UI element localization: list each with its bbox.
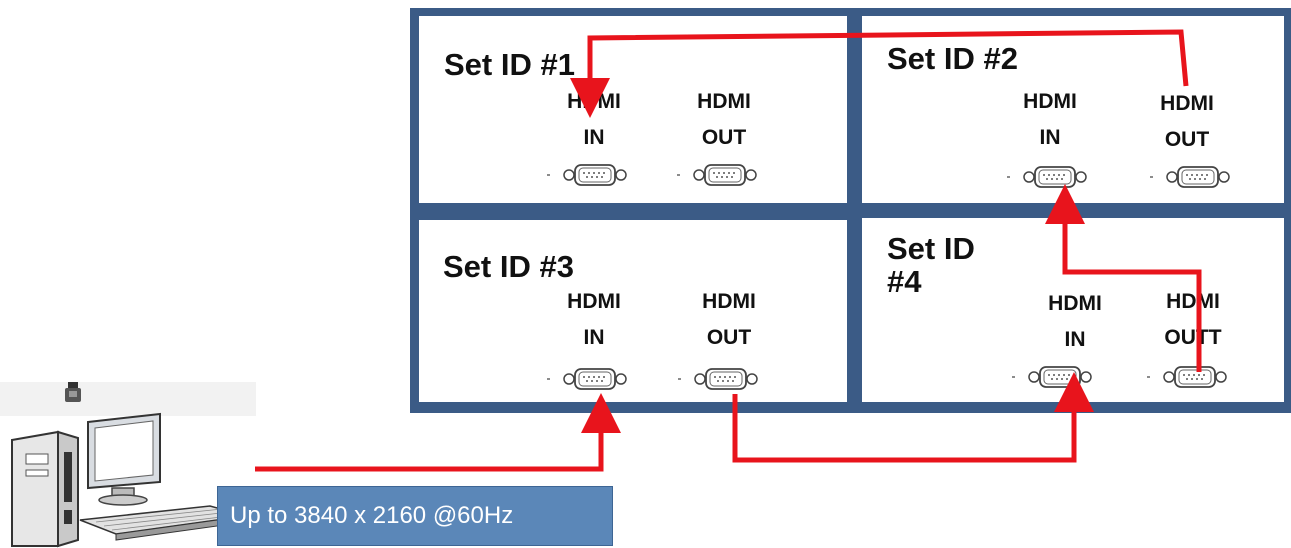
hdmi-in-label-bottom: IN (1064, 328, 1086, 351)
hdmi-in-label-top: HDMI (567, 90, 621, 113)
hdmi-in-label-top: HDMI (567, 290, 621, 313)
panel-title-line2: #4 (887, 264, 922, 300)
hdmi-out-label-top: HDMI (1160, 92, 1214, 115)
panel-title: Set ID #1 (444, 47, 575, 82)
panel-title: Set ID #4 (887, 232, 975, 299)
hdmi-in-label: HDMI IN (539, 84, 649, 156)
hdmi-out-label: HDMI OUT (1132, 86, 1242, 158)
hdmi-in-label: HDMI IN (995, 84, 1105, 156)
hdmi-out-label-bottom: OUT (1164, 128, 1210, 151)
desktop-pc-icon (0, 382, 256, 548)
panel-title: Set ID #2 (887, 41, 1018, 76)
hdmi-out-label-top: HDMI (1166, 290, 1220, 313)
d-sub-connector-icon (547, 164, 627, 186)
d-sub-connector-icon (1150, 166, 1230, 188)
hdmi-out-label: HDMI OUT (674, 284, 784, 356)
d-sub-connector-icon (677, 164, 757, 186)
usb-plug-icon (65, 382, 81, 402)
panel-set-id-4: Set ID #4 HDMI IN HDMI OUTT (862, 218, 1284, 402)
hdmi-in-label: HDMI IN (1020, 286, 1130, 358)
hdmi-out-label-bottom: OUTT (1164, 326, 1222, 349)
hdmi-out-label-top: HDMI (697, 90, 751, 113)
panel-set-id-3: Set ID #3 HDMI IN HDMI OUT (419, 220, 847, 402)
hdmi-in-label-bottom: IN (583, 326, 605, 349)
d-sub-connector-icon (1147, 366, 1227, 388)
panel-title: Set ID #3 (443, 249, 574, 284)
panel-set-id-2: Set ID #2 HDMI IN HDMI OUT (862, 16, 1284, 203)
hdmi-in-label-bottom: IN (1039, 126, 1061, 149)
hdmi-in-label: HDMI IN (539, 284, 649, 356)
hdmi-out-label: HDMI OUT (669, 84, 779, 156)
resolution-label: Up to 3840 x 2160 @60Hz (217, 486, 613, 546)
d-sub-connector-icon (1012, 366, 1092, 388)
hdmi-out-label-bottom: OUT (701, 126, 747, 149)
d-sub-connector-icon (547, 368, 627, 390)
cable-pc-to-set3-in (255, 393, 621, 472)
d-sub-connector-icon (1007, 166, 1087, 188)
d-sub-connector-icon (678, 368, 758, 390)
hdmi-in-label-top: HDMI (1023, 90, 1077, 113)
hdmi-out-label-bottom: OUT (706, 326, 752, 349)
hdmi-in-label-bottom: IN (583, 126, 605, 149)
panel-title-line1: Set ID (887, 231, 975, 266)
panel-set-id-1: Set ID #1 HDMI IN HDMI OUT (419, 16, 847, 203)
hdmi-out-label-top: HDMI (702, 290, 756, 313)
hdmi-in-label-top: HDMI (1048, 292, 1102, 315)
hdmi-out-label: HDMI OUTT (1138, 284, 1248, 356)
